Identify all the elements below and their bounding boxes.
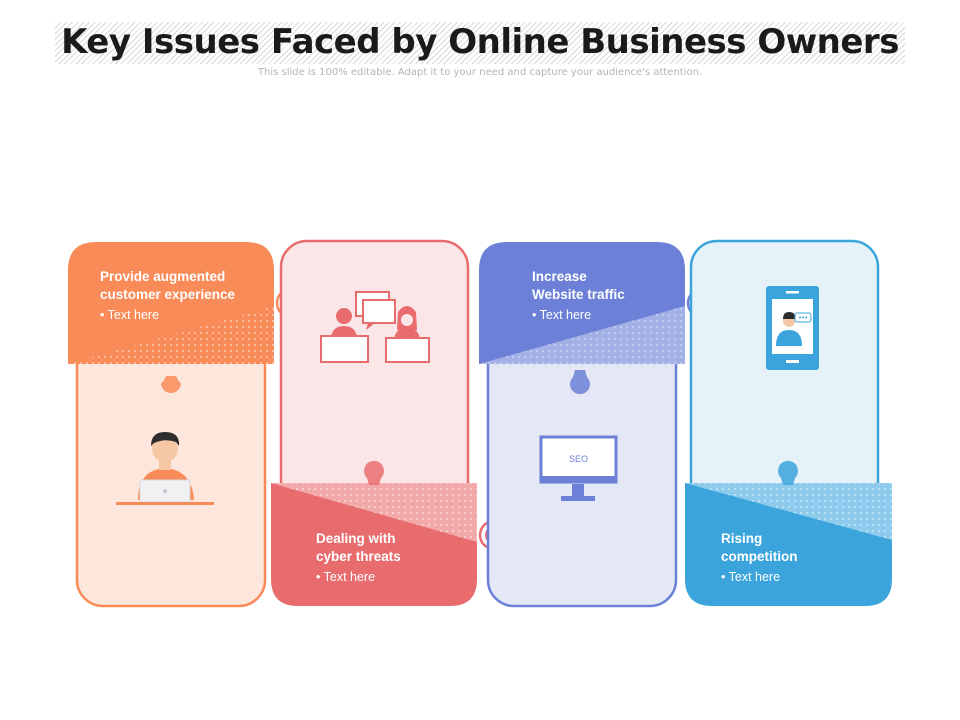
page-title: Key Issues Faced by Online Business Owne… xyxy=(55,22,905,64)
card-website-traffic: SEO xyxy=(479,242,718,608)
card-1-heading-line2: customer experience xyxy=(100,287,236,302)
card-3-label: Increase Website traffic • Text here xyxy=(532,268,625,324)
card-3-heading-line2: Website traffic xyxy=(532,287,625,302)
card-4-label: Rising competition • Text here xyxy=(721,530,798,586)
card-rising-competition xyxy=(685,239,892,606)
card-4-heading-line2: competition xyxy=(721,549,798,564)
card-3-heading-line1: Increase xyxy=(532,269,587,284)
seo-monitor-icon: SEO xyxy=(539,435,618,501)
video-chat-people-icon xyxy=(320,291,430,363)
page-subtitle: This slide is 100% editable. Adapt it to… xyxy=(257,67,703,78)
card-1-heading-line1: Provide augmented xyxy=(100,269,226,284)
seo-monitor-label: SEO xyxy=(569,454,588,464)
card-2-heading-line2: cyber threats xyxy=(316,549,401,564)
card-3-bullet: • Text here xyxy=(532,308,592,322)
card-2-heading-line1: Dealing with xyxy=(316,531,396,546)
card-2-label: Dealing with cyber threats • Text here xyxy=(316,530,401,586)
mobile-video-call-icon xyxy=(766,286,819,370)
card-2-bullet: • Text here xyxy=(316,570,376,584)
person-at-laptop-icon xyxy=(116,432,214,505)
card-4-heading-line1: Rising xyxy=(721,531,763,546)
card-4-bullet: • Text here xyxy=(721,570,781,584)
card-1-bullet: • Text here xyxy=(100,308,160,322)
card-1-label: Provide augmented customer experience • … xyxy=(100,268,235,324)
